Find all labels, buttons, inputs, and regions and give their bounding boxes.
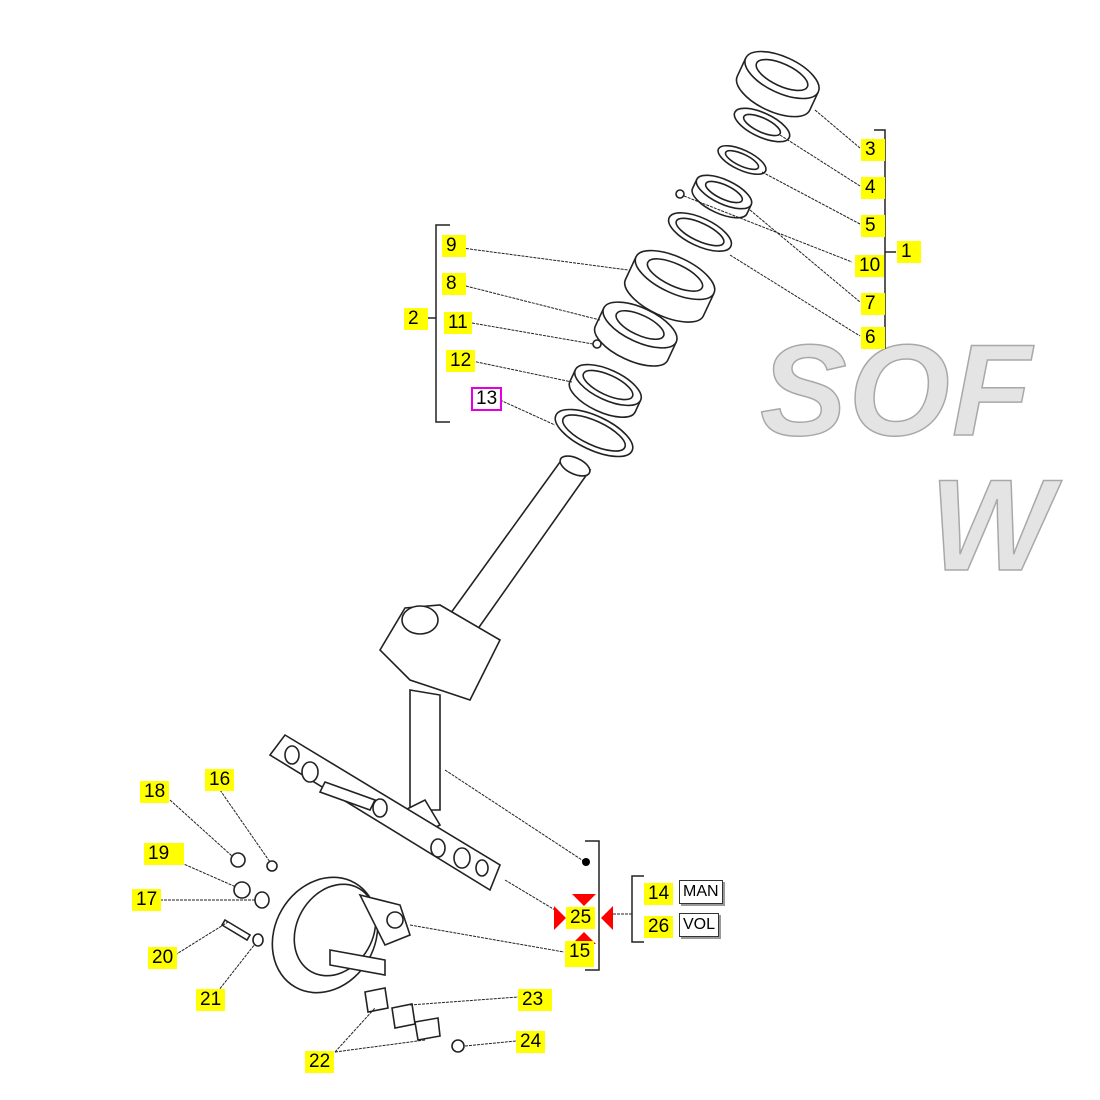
part-13-seal: [554, 408, 634, 458]
callout-16[interactable]: 16: [205, 769, 235, 791]
part-7-race: [691, 174, 753, 219]
leader-lines: [160, 109, 861, 1053]
callout-10[interactable]: 10: [855, 255, 885, 277]
callout-7[interactable]: 7: [861, 293, 885, 315]
fork-leg: [409, 689, 441, 811]
callout-25[interactable]: 25: [566, 907, 596, 929]
watermark-line1: SOF: [759, 317, 1034, 463]
part-5-washer: [717, 144, 767, 176]
watermark-line2: W: [929, 452, 1055, 598]
part-23-pad: [391, 1003, 416, 1029]
callout-9[interactable]: 9: [442, 235, 466, 257]
part-17-washer: [254, 891, 270, 909]
callout-15[interactable]: 15: [565, 941, 595, 967]
part-16-nipple: [266, 860, 278, 872]
callout-21[interactable]: 21: [196, 989, 226, 1011]
part-4-nut: [733, 107, 791, 143]
callout-17[interactable]: 17: [132, 889, 162, 911]
callout-2[interactable]: 2: [404, 308, 428, 330]
part-15-wheel-hub: [271, 876, 411, 994]
part-6-ring: [667, 212, 733, 252]
callout-8[interactable]: 8: [442, 273, 466, 295]
part-3-cup: [735, 50, 820, 118]
callout-5[interactable]: 5: [861, 215, 885, 237]
part-12-race: [568, 363, 643, 418]
part-21-washer: [252, 933, 264, 947]
part-8-race: [593, 301, 678, 367]
callout-23[interactable]: 23: [518, 989, 552, 1011]
axle-pin: [318, 781, 377, 811]
callout-18[interactable]: 18: [140, 781, 170, 803]
part-22-pad-b: [414, 1017, 441, 1041]
callout-14[interactable]: 14: [644, 883, 674, 905]
part-22-pad-a: [364, 987, 389, 1013]
callout-1[interactable]: 1: [897, 241, 921, 263]
callout-11[interactable]: 11: [444, 312, 472, 334]
variant-man-label[interactable]: MAN: [679, 880, 723, 904]
part-19-nut: [233, 881, 251, 899]
callout-12[interactable]: 12: [446, 350, 476, 372]
part-20-bolt: [220, 918, 252, 942]
callout-22[interactable]: 22: [305, 1051, 335, 1073]
part-18-nut: [230, 852, 246, 868]
part-9-cup: [623, 249, 716, 323]
steering-tube: [438, 461, 592, 641]
part-24-nut: [451, 1039, 465, 1053]
callout-6[interactable]: 6: [861, 327, 885, 349]
callout-3[interactable]: 3: [861, 139, 885, 161]
variant-vol-label[interactable]: VOL: [679, 913, 720, 937]
part-10-ball: [675, 189, 685, 199]
callout-24[interactable]: 24: [516, 1031, 546, 1053]
callout-13-selected[interactable]: 13: [471, 387, 503, 411]
callout-19[interactable]: 19: [144, 843, 184, 865]
callout-20[interactable]: 20: [148, 947, 178, 969]
part-11-ball: [592, 339, 602, 349]
callout-26[interactable]: 26: [644, 916, 674, 938]
callout-4[interactable]: 4: [861, 177, 885, 199]
